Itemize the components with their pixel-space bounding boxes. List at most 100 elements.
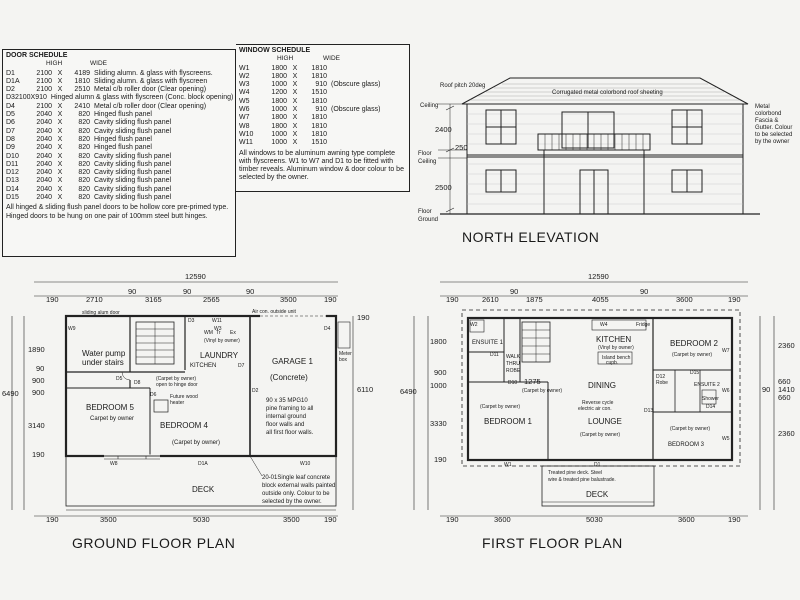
gf-code: W3 — [214, 326, 222, 332]
window-wide: 1810 — [311, 64, 327, 72]
window-x: X — [292, 130, 298, 138]
gf-framing-note-2: pine framing to all — [266, 406, 313, 412]
ff-right-dim: 2360 — [778, 429, 795, 438]
door-desc: Sliding alumn. & glass with flyscreen — [94, 77, 208, 85]
ff-code: W5 — [722, 436, 730, 442]
gf-code: W11 — [212, 318, 222, 324]
ff-walk-thru-3: ROBE — [506, 368, 521, 374]
gf-left-dim: 900 — [32, 388, 45, 397]
door-desc: Cavity sliding flush panel — [94, 127, 172, 135]
gf-bottom-dims: 190 3500 5030 3500 190 — [46, 515, 337, 524]
window-schedule-note: All windows to be aluminum awning type c… — [239, 149, 404, 182]
ff-right-dim: 90 — [762, 385, 770, 394]
window-x: X — [292, 114, 298, 122]
ff-deck-note-2: wire & treated pine balustrade. — [548, 477, 616, 483]
door-code: D2 — [6, 86, 15, 94]
gf-overall-dim: 12590 — [185, 272, 206, 281]
window-high: 1800 — [271, 72, 287, 80]
gf-trough-label: Tr — [216, 330, 221, 336]
ff-left-dim: 190 — [434, 455, 447, 464]
door-wide: 820 — [78, 111, 90, 119]
gf-left-dims: 1890 90 900 900 3140 190 — [28, 345, 45, 459]
door-wide: 820 — [78, 135, 90, 143]
door-desc: Hinged flush panel — [94, 135, 152, 143]
door-code: D5 — [6, 111, 15, 119]
window-wide: 1810 — [311, 72, 327, 80]
ff-left-dim: 3330 — [430, 419, 447, 428]
gf-laundry-label: LAUNDRY — [200, 351, 239, 360]
door-wide: 2410 — [74, 102, 90, 110]
ff-code: D1 — [594, 462, 601, 468]
gf-bottom-dim: 5030 — [193, 515, 210, 524]
ff-island-1: Island bench — [602, 355, 631, 361]
ff-top-dim: 90 — [510, 287, 518, 296]
door-wide: 820 — [78, 169, 90, 177]
ff-code: W2 — [470, 322, 478, 328]
gf-kitchen-label: KITCHEN — [190, 363, 216, 369]
window-code: W5 — [239, 97, 250, 105]
gf-framing-note-4: floor walls and — [266, 422, 304, 428]
ff-code: W1 — [504, 462, 512, 468]
ff-top-dims: 190 2610 90 1875 4055 90 3600 190 — [446, 287, 741, 304]
ff-bedroom3-carpet: (Carpet by owner) — [670, 426, 710, 432]
door-wide: 820 — [78, 194, 90, 202]
roof-pitch-label: Roof pitch 20deg — [440, 83, 485, 89]
ff-top-dim: 2610 — [482, 295, 499, 304]
door-high: 2100 — [36, 102, 52, 110]
gf-framing-note-1: 90 x 35 MPG10 — [266, 398, 308, 404]
door-schedule-title: DOOR SCHEDULE — [6, 52, 68, 59]
ff-external-walls — [466, 316, 734, 462]
gf-hinge-door: open to hinge door — [156, 382, 198, 388]
door-desc: Cavity sliding flush panel — [94, 177, 172, 185]
door-x: X — [57, 127, 63, 135]
gf-wood-heater — [153, 399, 169, 413]
fascia-note-2: colorbond — [755, 111, 781, 117]
window-wide: 1810 — [311, 130, 327, 138]
door-code: D3 — [6, 94, 15, 102]
ff-island-bench — [597, 351, 633, 365]
door-wide: 4189 — [74, 69, 90, 77]
gf-code: D7 — [238, 363, 245, 369]
ff-left-overall: 6490 — [400, 387, 417, 396]
window-wide: 1510 — [311, 89, 327, 97]
floor-ceiling-label-1: Floor — [418, 151, 432, 157]
door-x: X — [57, 111, 63, 119]
gf-bedroom5-label: BEDROOM 5 — [86, 403, 135, 412]
gf-top-dim: 190 — [46, 295, 59, 304]
ff-deck-note-1: Treated pine deck. Steel — [548, 470, 602, 476]
ff-bedroom2-label: BEDROOM 2 — [670, 339, 719, 348]
gf-top-dim: 2710 — [86, 295, 103, 304]
window-code: W3 — [239, 81, 250, 89]
window-high: 1200 — [271, 89, 287, 97]
fascia-note-3: Fascia & — [755, 118, 778, 124]
window-x: X — [292, 97, 298, 105]
fascia-note-6: by the owner — [755, 139, 789, 145]
door-wide: 1810 — [74, 77, 90, 85]
ff-bottom-dim: 3600 — [678, 515, 695, 524]
gf-block-note-4: selected by the owner. — [262, 499, 322, 505]
door-col-wide: WIDE — [90, 60, 107, 68]
gf-left-dim: 900 — [32, 376, 45, 385]
gf-left-dim: 90 — [36, 364, 44, 373]
window-code: W10 — [239, 130, 254, 138]
window-code: W11 — [239, 139, 253, 147]
door-code: D9 — [6, 144, 15, 152]
ff-code: W4 — [600, 322, 608, 328]
door-high: 2040 — [36, 144, 52, 152]
gf-code: D2 — [252, 388, 259, 394]
door-high: 2100 — [36, 86, 52, 94]
door-desc: Hinged flush panel — [94, 111, 152, 119]
gf-pump-label-1: Water pump — [82, 349, 126, 358]
door-wide: 820 — [78, 152, 90, 160]
gf-garage-concrete: (Concrete) — [270, 373, 308, 382]
